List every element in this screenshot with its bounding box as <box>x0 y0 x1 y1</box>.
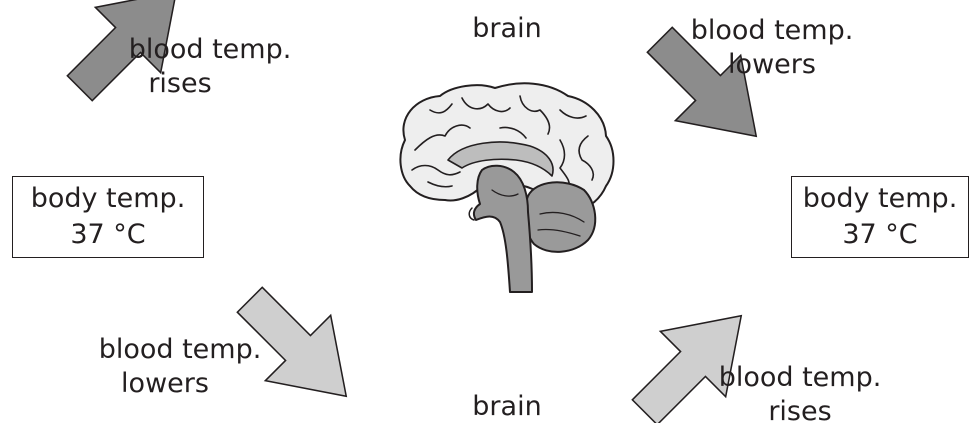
body-temp-value: 37 °C <box>70 217 145 253</box>
direction-text: rises <box>110 67 250 101</box>
body-temp-label: body temp. <box>803 181 958 217</box>
brain-label-bottom: brain <box>462 390 552 424</box>
blood-temp-text: blood temp. <box>110 33 310 67</box>
body-temp-box-left: body temp. 37 °C <box>12 176 204 258</box>
blood-temp-text: blood temp. <box>672 14 872 48</box>
blood-temp-lowers-label-top-right: blood temp. lowers <box>672 14 872 82</box>
direction-text: lowers <box>80 367 250 401</box>
blood-temp-lowers-label-bottom-left: blood temp. lowers <box>80 333 280 401</box>
direction-text: lowers <box>672 48 872 82</box>
direction-text: rises <box>700 395 900 429</box>
blood-temp-text: blood temp. <box>80 333 280 367</box>
blood-temp-rises-label-top-left: blood temp. rises <box>110 33 310 101</box>
blood-temp-text: blood temp. <box>700 361 900 395</box>
body-temp-box-right: body temp. 37 °C <box>791 176 969 258</box>
body-temp-value: 37 °C <box>842 217 917 253</box>
blood-temp-rises-label-bottom-right: blood temp. rises <box>700 361 900 429</box>
brain-label-top: brain <box>462 12 552 46</box>
body-temp-label: body temp. <box>31 181 186 217</box>
brain-icon <box>400 83 613 292</box>
